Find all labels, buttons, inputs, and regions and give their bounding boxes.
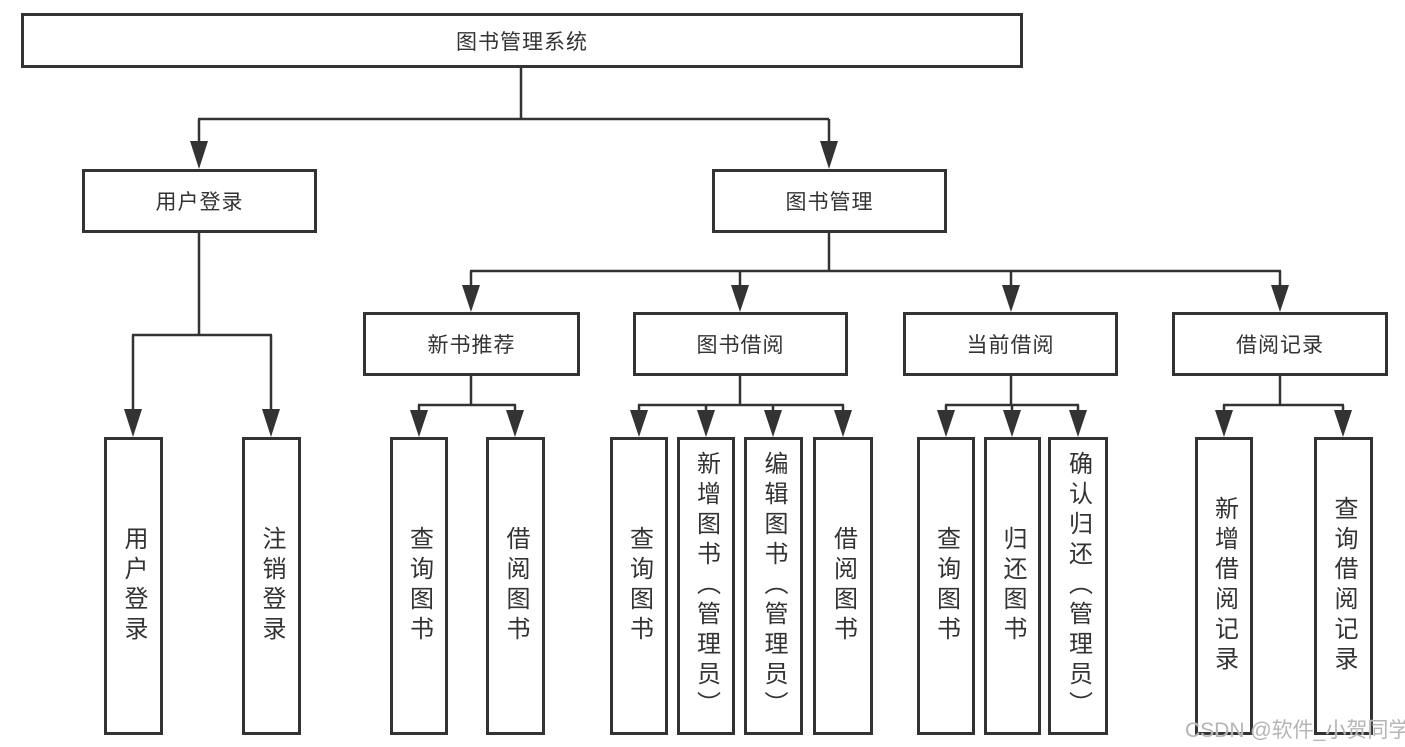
leaf-logout: 注销登录 <box>242 437 301 735</box>
node-label: 用户登录 <box>155 191 244 214</box>
leaf-add-borrow-record: 新增借阅记录 <box>1195 437 1253 735</box>
node-label: 查询借阅记录 <box>1330 496 1357 676</box>
node-label: 编辑图书（管理员） <box>760 451 787 721</box>
leaf-borrow-books-recommend: 借阅图书 <box>486 437 545 735</box>
leaf-edit-books-admin: 编辑图书（管理员） <box>744 437 803 735</box>
node-label: 新增借阅记录 <box>1210 496 1238 676</box>
node-current-borrow: 当前借阅 <box>903 312 1118 376</box>
node-label: 用户登录 <box>120 526 147 646</box>
leaf-user-login: 用户登录 <box>104 437 163 735</box>
node-label: 图书管理系统 <box>456 30 588 54</box>
node-label: 图书管理 <box>785 191 874 214</box>
node-label: 图书借阅 <box>696 334 785 357</box>
node-label: 借阅记录 <box>1236 334 1324 357</box>
leaf-query-books-current: 查询图书 <box>917 437 975 735</box>
node-label: 查询图书 <box>625 526 653 646</box>
node-root-library-system: 图书管理系统 <box>21 13 1023 68</box>
leaf-query-books-recommend: 查询图书 <box>390 437 448 735</box>
leaf-query-books-borrow: 查询图书 <box>610 437 668 735</box>
node-book-borrow: 图书借阅 <box>633 312 848 376</box>
leaf-borrow-books: 借阅图书 <box>813 437 873 735</box>
node-label: 注销登录 <box>258 526 285 646</box>
node-label: 查询图书 <box>405 526 433 646</box>
node-label: 借阅图书 <box>502 526 529 646</box>
node-book-management: 图书管理 <box>712 169 947 233</box>
watermark-text: CSDN @软件_小贺同学 <box>1185 719 1405 742</box>
leaf-add-books-admin: 新增图书（管理员） <box>677 437 735 735</box>
node-label: 借阅图书 <box>829 526 857 646</box>
node-label: 当前借阅 <box>966 334 1055 357</box>
node-label: 新书推荐 <box>427 334 516 357</box>
node-new-book-recommend: 新书推荐 <box>363 312 580 376</box>
node-label: 归还图书 <box>999 526 1026 646</box>
leaf-query-borrow-record: 查询借阅记录 <box>1314 437 1373 735</box>
leaf-return-books: 归还图书 <box>984 437 1041 735</box>
node-borrow-records: 借阅记录 <box>1172 312 1388 376</box>
node-user-login: 用户登录 <box>82 169 317 233</box>
node-label: 查询图书 <box>932 526 960 646</box>
node-label: 确认归还（管理员） <box>1064 451 1092 721</box>
node-label: 新增图书（管理员） <box>692 451 720 721</box>
leaf-confirm-return-admin: 确认归还（管理员） <box>1048 437 1108 735</box>
